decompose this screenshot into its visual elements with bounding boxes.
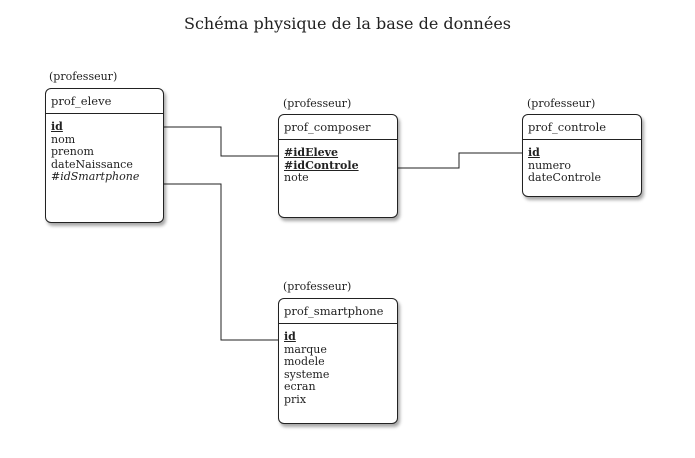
field: note	[284, 171, 309, 184]
field: marque	[284, 342, 327, 356]
entity-name: prof_composer	[279, 115, 397, 140]
entity-prof-eleve[interactable]: prof_eleve id nom prenom dateNaissance #…	[45, 88, 164, 223]
entity-prof-controle[interactable]: prof_controle id numero dateControle	[522, 114, 642, 197]
field-primary-key: #idEleve	[284, 146, 339, 159]
link-composer-controle	[398, 152, 522, 169]
field: nom	[51, 132, 76, 146]
entity-name: prof_eleve	[46, 89, 163, 114]
field: prix	[284, 392, 307, 406]
field: dateNaissance	[51, 157, 133, 171]
link-eleve-composer	[164, 126, 278, 157]
field-primary-key: id	[51, 120, 63, 133]
entity-name: prof_controle	[523, 115, 641, 140]
field-list: id marque modele systeme ecran prix	[279, 324, 397, 406]
field-foreign-key: #idSmartphone	[51, 170, 140, 183]
diagram-title: Schéma physique de la base de données	[183, 14, 512, 33]
schema-label-prof-controle: (professeur)	[527, 97, 596, 110]
field-primary-key: #idControle	[284, 158, 359, 172]
link-eleve-smartphone	[164, 183, 278, 341]
field: ecran	[284, 380, 316, 393]
field-list: #idEleve #idControle note	[279, 140, 397, 185]
field-primary-key: id	[284, 330, 296, 343]
field-primary-key: id	[528, 146, 540, 159]
schema-label-prof-eleve: (professeur)	[49, 70, 118, 83]
field-list: id nom prenom dateNaissance #idSmartphon…	[46, 114, 163, 184]
schema-label-prof-smartphone: (professeur)	[283, 280, 352, 293]
entity-prof-composer[interactable]: prof_composer #idEleve #idControle note	[278, 114, 398, 218]
field: modele	[284, 355, 325, 368]
field: prenom	[51, 145, 94, 158]
field: numero	[528, 158, 571, 172]
entity-name: prof_smartphone	[279, 299, 397, 324]
field-list: id numero dateControle	[523, 140, 641, 185]
entity-prof-smartphone[interactable]: prof_smartphone id marque modele systeme…	[278, 298, 398, 424]
schema-label-prof-composer: (professeur)	[283, 97, 352, 110]
field: systeme	[284, 367, 330, 381]
field: dateControle	[528, 171, 601, 184]
